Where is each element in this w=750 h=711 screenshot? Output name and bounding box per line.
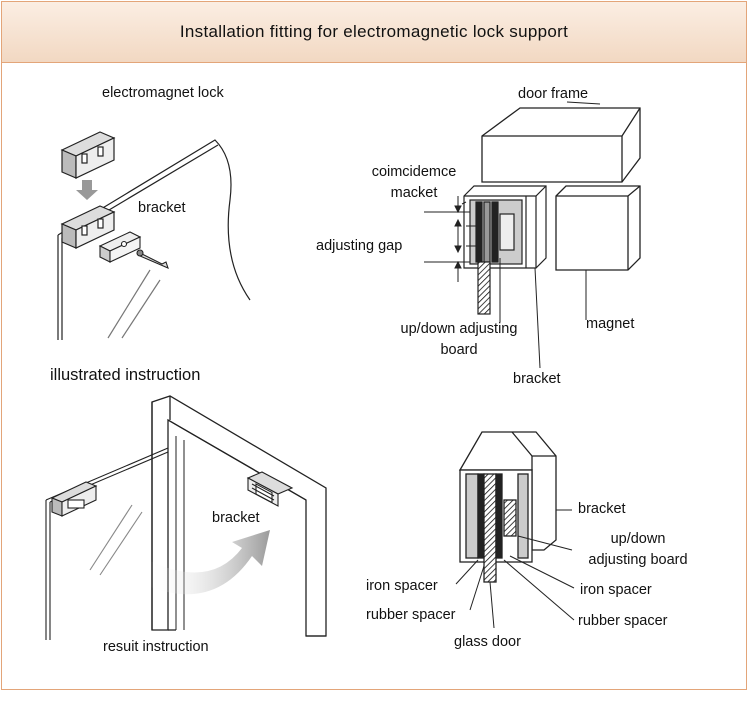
bracket-assembly-top <box>463 185 547 315</box>
label-bracket-bottom-left: bracket <box>212 510 260 526</box>
label-magnet: magnet <box>586 316 635 332</box>
label-door-frame: door frame <box>518 86 589 102</box>
label-bracket-top-left: bracket <box>138 200 186 216</box>
label-glass-door: glass door <box>454 634 521 650</box>
swing-arrow-icon <box>148 530 270 595</box>
label-bracket-bottom-right: bracket <box>578 501 626 517</box>
label-rubber-spacer-left: rubber spacer <box>366 607 456 623</box>
glass-door-panel <box>45 447 169 640</box>
label-coincidence-line1: coimcidemce <box>371 164 457 180</box>
header-banner: Installation fitting for electromagnetic… <box>1 1 747 63</box>
label-updown-board-line2: board <box>440 342 478 358</box>
clamp-plate <box>98 231 142 263</box>
page-title: Installation fitting for electromagnetic… <box>179 22 569 41</box>
label-iron-spacer-right: iron spacer <box>580 582 652 598</box>
label-adjusting-gap: adjusting gap <box>316 238 403 254</box>
door-frame-section <box>481 107 641 183</box>
gap-dimension-lines <box>424 196 476 282</box>
door-frame-drawing <box>151 395 327 637</box>
label-iron-spacer-left: iron spacer <box>366 578 438 594</box>
label-updown-line1: up/down <box>610 531 666 547</box>
label-electromagnet-lock: electromagnet lock <box>102 85 224 101</box>
label-coincidence-line2: macket <box>390 185 438 201</box>
label-rubber-spacer-right: rubber spacer <box>578 613 668 629</box>
lock-on-frame <box>246 471 294 507</box>
down-arrow-icon <box>76 180 98 200</box>
label-illustrated-instruction: illustrated instruction <box>50 366 201 384</box>
label-result-instruction: resuit instruction <box>103 639 209 655</box>
label-updown-board-line1: up/down adjusting <box>400 321 518 337</box>
leader-lines-top-right <box>461 101 601 369</box>
label-bracket-top-right: bracket <box>513 371 561 387</box>
lock-upper <box>60 131 116 179</box>
label-updown-line2: adjusting board <box>588 552 688 568</box>
hex-key-icon <box>136 249 169 269</box>
lock-on-door <box>50 481 98 517</box>
magnet-block <box>555 185 641 271</box>
bracket-section-bottom <box>458 431 557 583</box>
lock-mounted <box>60 205 116 249</box>
leader-lines-bottom-right <box>455 509 575 629</box>
